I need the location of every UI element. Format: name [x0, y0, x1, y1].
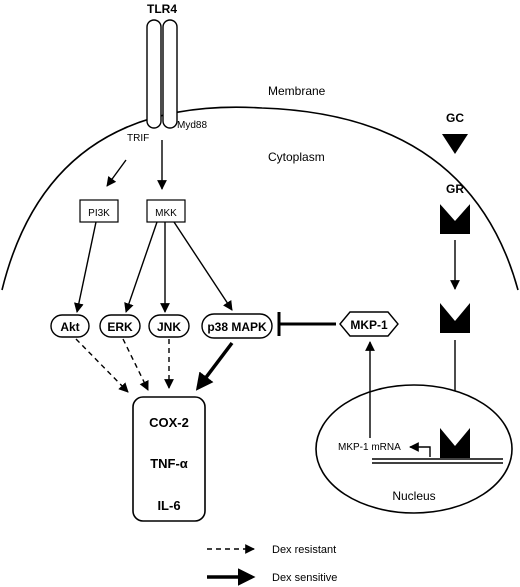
nucleus-label: Nucleus: [392, 489, 435, 503]
erk-node: [99, 314, 141, 338]
arrow-pi3k-akt: [74, 221, 97, 313]
jnk-label: JNK: [157, 320, 181, 334]
cytokine-box: [132, 396, 206, 522]
gc-label: GC: [446, 111, 464, 125]
dashed-erk-outputs: [122, 338, 149, 391]
p38-label: p38 MAPK: [207, 320, 267, 334]
jnk-node: [148, 314, 190, 338]
arrow-mkk-p38: [173, 221, 233, 311]
dashed-akt-outputs: [75, 338, 129, 393]
legend-dashed-label: Dex resistant: [272, 544, 336, 556]
mkk-box: [146, 199, 186, 223]
myd88-label: Myd88: [177, 120, 207, 131]
solid-p38-outputs: [195, 341, 234, 391]
mkk-label: MKK: [155, 208, 177, 219]
gr-dna-notch: [440, 428, 470, 446]
arrow-trif-pi3k: [106, 159, 127, 187]
tlr4-label: TLR4: [147, 2, 177, 16]
legend-solid-label: Dex sensitive: [272, 572, 337, 584]
erk-label: ERK: [107, 320, 133, 334]
membrane-label: Membrane: [268, 84, 326, 98]
p38-node: [201, 313, 273, 339]
transcription-arrow: [409, 442, 431, 457]
cytoplasm-label: Cytoplasm: [268, 150, 325, 164]
akt-label: Akt: [60, 320, 79, 334]
pi3k-label: PI3K: [88, 208, 110, 219]
mrna-label: MKP-1 mRNA: [338, 442, 401, 453]
mkp1-node: [339, 311, 399, 337]
tlr4-receptor: [146, 19, 178, 129]
mkp1-label: MKP-1: [350, 318, 388, 332]
gr-active-notch: [440, 303, 470, 321]
akt-node: [50, 314, 90, 338]
arrow-mkk-erk: [124, 221, 158, 313]
gc-triangle-icon: [442, 134, 468, 154]
trif-label: TRIF: [127, 133, 149, 144]
pi3k-box: [79, 199, 119, 223]
gr-notch: [440, 204, 470, 221]
gr-label: GR: [446, 182, 464, 196]
tnf-label: TNF-α: [150, 456, 188, 471]
il6-label: IL-6: [157, 498, 180, 513]
cell-membrane: [1, 106, 519, 291]
cox2-label: COX-2: [149, 415, 189, 430]
